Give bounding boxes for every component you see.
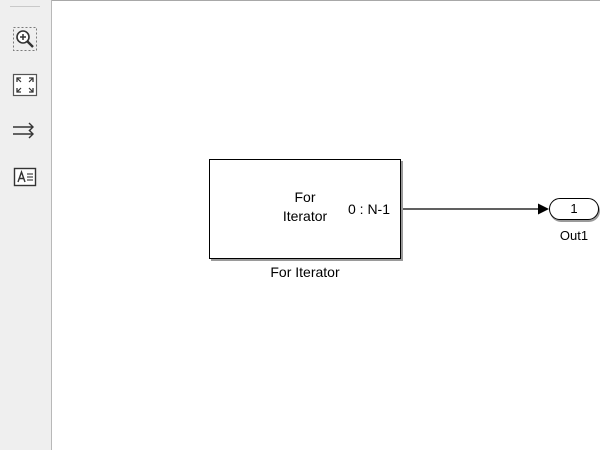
block-icon-text: For Iterator	[270, 188, 340, 226]
canvas-top-border	[52, 0, 600, 1]
zoom-in-button[interactable]	[10, 24, 40, 54]
block-name-label[interactable]: For Iterator	[270, 264, 340, 280]
block-text-line1: For	[294, 189, 316, 205]
for-iterator-block[interactable]: For Iterator 0 : N-1	[209, 159, 401, 259]
zoom-in-icon	[13, 27, 37, 51]
outport-number: 1	[570, 201, 578, 216]
block-text-line2: Iterator	[282, 208, 328, 224]
signal-arrows-icon	[13, 122, 34, 139]
fit-to-view-button[interactable]	[10, 70, 40, 100]
route-lines-button[interactable]	[10, 116, 40, 146]
toolbar-divider	[10, 6, 40, 7]
outport-name-label[interactable]: Out1	[559, 228, 589, 243]
fit-to-view-icon	[12, 73, 38, 97]
annotation-icon	[13, 167, 37, 187]
annotation-button[interactable]	[10, 162, 40, 192]
output-port-label: 0 : N-1	[347, 201, 390, 217]
palette-toolbar	[0, 0, 52, 450]
outport-block[interactable]: 1	[549, 198, 599, 220]
